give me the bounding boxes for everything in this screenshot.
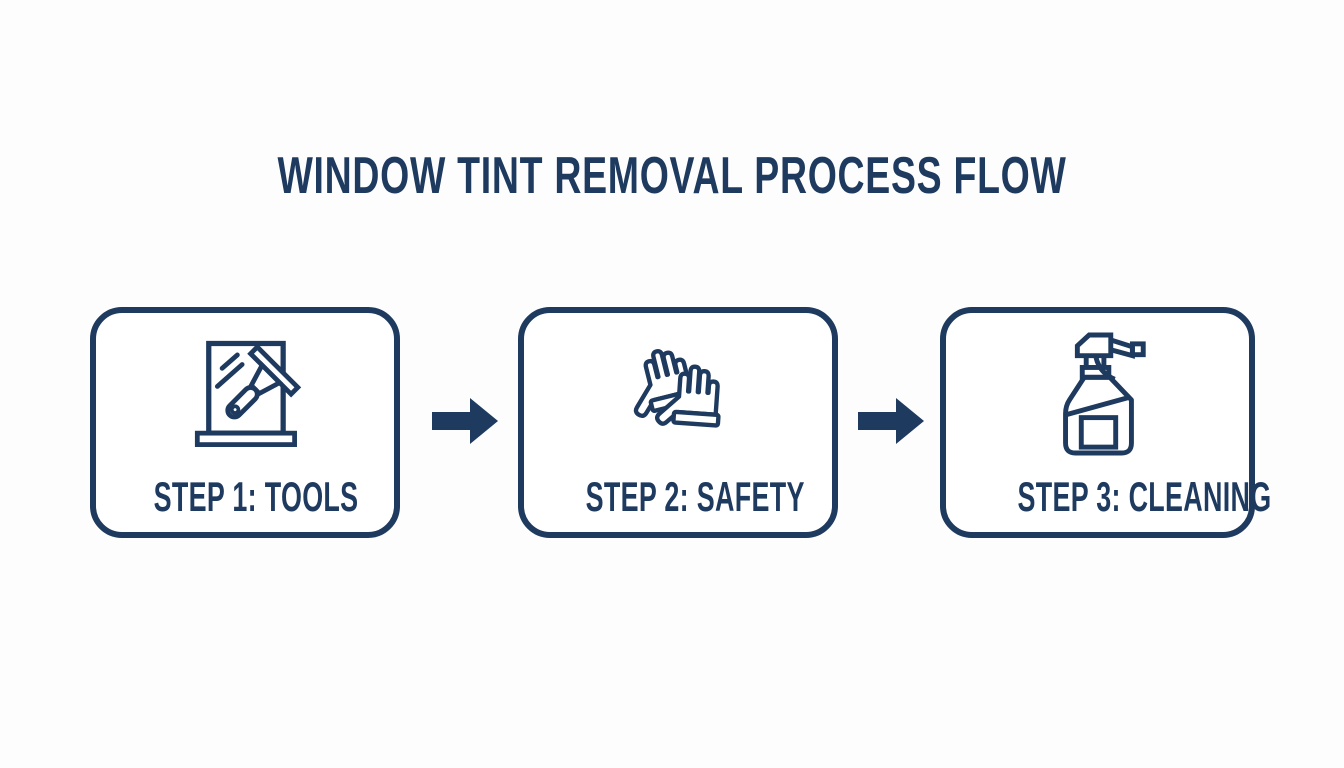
window-squeegee-icon [183,331,307,459]
step-label: STEP 1: TOOLS [153,473,359,520]
page-title: WINDOW TINT REMOVAL PROCESS FLOW [277,147,1067,205]
flow-arrow-icon [858,398,924,444]
arrow-shaft [858,412,898,430]
flow-arrow-icon [432,398,498,444]
step-label-row: STEP 2: SAFETY [524,473,832,521]
title-row: WINDOW TINT REMOVAL PROCESS FLOW [0,146,1344,206]
safety-gloves-icon [615,331,741,459]
step-label-row: STEP 3: CLEANING [946,473,1271,521]
step-label-row: STEP 1: TOOLS [96,473,394,521]
step-card-tools: STEP 1: TOOLS [90,307,400,538]
arrow-shaft [432,412,472,430]
arrow-head [470,398,498,444]
arrow-head [896,398,924,444]
step-card-cleaning: STEP 3: CLEANING [940,307,1271,538]
step-label: STEP 2: SAFETY [585,473,805,520]
step-label: STEP 3: CLEANING [1017,473,1272,520]
spray-bottle-icon [1039,331,1157,459]
step-card-safety: STEP 2: SAFETY [518,307,838,538]
